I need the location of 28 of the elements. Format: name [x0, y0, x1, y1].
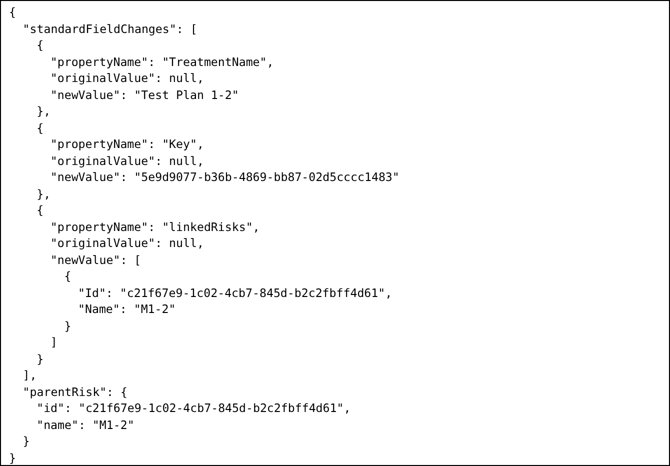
code-line: "newValue": "Test Plan 1-2": [50, 88, 239, 102]
code-line: "Id": "c21f67e9-1c02-4cb7-845d-b2c2fbff4d61",: [78, 286, 392, 300]
code-line: }: [9, 451, 16, 465]
code-line: "parentRisk": {: [22, 384, 128, 399]
code-line: "originalValue": null,: [50, 236, 204, 250]
code-line: }: [64, 318, 72, 333]
code-line: ],: [22, 368, 37, 382]
code-line: }: [22, 434, 30, 448]
code-line: {: [36, 203, 44, 218]
code-line: "propertyName": "TreatmentName",: [50, 54, 274, 69]
code-line: "Name": "M1-2": [78, 302, 176, 316]
code-line: }: [36, 352, 44, 366]
code-line: "originalValue": null,: [50, 71, 204, 86]
code-line: "newValue": [: [50, 252, 142, 267]
code-line: {: [36, 38, 44, 52]
code-line: "id": "c21f67e9-1c02-4cb7-845d-b2c2fbff4d61",: [36, 401, 351, 416]
code-line: "propertyName": "linkedRisks",: [50, 220, 260, 234]
code-line: "name": "M1-2": [36, 418, 134, 432]
code-line: "newValue": "5e9d9077-b36b-4869-bb87-02d5cccc1483": [50, 170, 400, 184]
code-line: {: [9, 5, 16, 19]
code-line: ]: [50, 335, 58, 350]
code-line: "originalValue": null,: [50, 154, 204, 168]
code-line: {: [64, 269, 72, 284]
code-line: },: [36, 104, 51, 118]
code-line: "propertyName": "Key",: [50, 137, 204, 152]
code-line: {: [36, 120, 44, 135]
code-line: "standardFieldChanges": [: [22, 22, 198, 36]
code-line: },: [36, 186, 51, 201]
